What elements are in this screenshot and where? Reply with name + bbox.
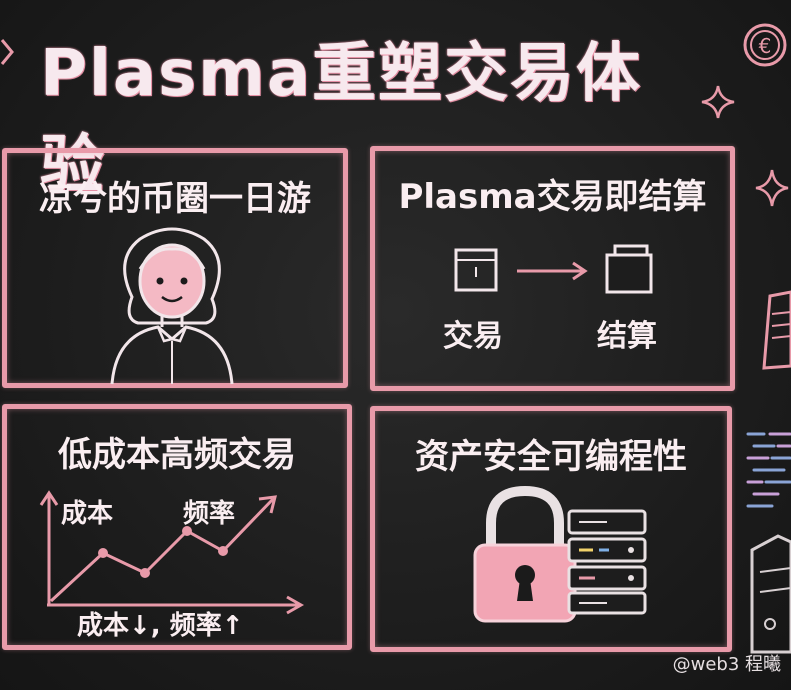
panel-title: 凉兮的币圈一日游 <box>39 179 311 219</box>
padlock-icon <box>473 485 577 623</box>
svg-text:€: € <box>759 34 772 58</box>
code-lines-icon <box>746 432 791 508</box>
server-rack-icon <box>567 509 647 615</box>
arrow-right-icon <box>517 261 588 281</box>
server-tower-icon <box>750 534 791 654</box>
label-cost: 成本 <box>61 499 114 529</box>
transaction-box-icon <box>454 248 498 292</box>
label-transaction: 交易 <box>443 319 503 354</box>
chart-caption: 成本↓, 频率↑ <box>77 611 244 641</box>
watermark: @web3 程曦 <box>672 654 781 675</box>
settlement-stack-icon <box>605 244 653 294</box>
trend-chart-icon <box>39 490 305 615</box>
sparkle-icon <box>755 169 789 207</box>
label-settlement: 结算 <box>597 319 657 354</box>
panel-title: Plasma交易即结算 <box>398 177 707 217</box>
panel-low-cost-high-frequency: 低成本高频交易 成本 频率 成本↓, 频率↑ <box>2 404 352 650</box>
panel-instant-settlement: Plasma交易即结算 交易 结算 <box>370 146 735 391</box>
label-frequency: 频率 <box>183 499 236 529</box>
coin-icon: € <box>743 23 787 67</box>
panel-daily-tour: 凉兮的币圈一日游 <box>2 148 348 388</box>
page-title: Plasma重塑交易体验 <box>40 37 642 203</box>
sparkle-icon <box>701 85 735 119</box>
girl-portrait-icon <box>110 227 234 385</box>
panel-title: 低成本高频交易 <box>58 435 296 475</box>
corner-arrow-icon <box>0 39 14 65</box>
panel-title: 资产安全可编程性 <box>415 437 687 477</box>
panel-asset-security: 资产安全可编程性 <box>370 406 732 652</box>
document-icon <box>762 290 791 370</box>
